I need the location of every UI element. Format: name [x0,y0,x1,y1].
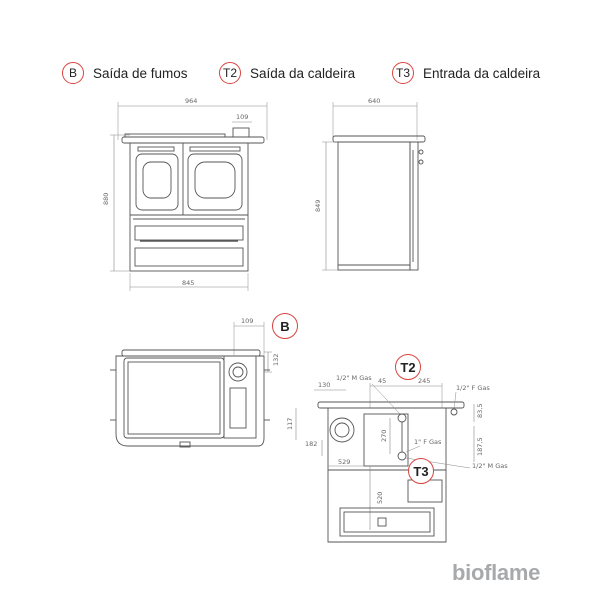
front-dim-width-bottom: 845 [182,279,194,287]
rear-thread-m-bottom: 1/2" M Gas [472,462,508,470]
legend-badge-t3: T3 [392,62,414,84]
rear-dim-187-5: 187,5 [476,437,484,456]
callout-t3: T3 [408,458,434,484]
side-dim-height: 849 [314,200,322,212]
legend-badge-t2: T2 [219,62,241,84]
rear-dim-520: 520 [376,492,384,504]
legend-label-b: Saída de fumos [93,65,188,81]
front-dim-height: 880 [102,193,110,205]
top-dim-flue-offset: 109 [241,317,253,325]
rear-dim-117: 117 [286,418,294,430]
rear-dim-83-5: 83,5 [476,404,484,418]
rear-dim-182: 182 [305,440,317,448]
legend-label-t2: Saída da caldeira [250,65,356,81]
legend-badge-b: B [62,62,84,84]
legend-item-t3: T3 Entrada da caldeira [392,62,540,84]
rear-thread-f-right: 1/2" F Gas [456,384,490,392]
side-dim-depth: 640 [368,97,380,105]
rear-dim-245: 245 [418,377,430,385]
side-view [322,102,426,271]
rear-dim-130: 130 [318,381,330,389]
rear-thread-m-top: 1/2" M Gas [336,374,372,382]
rear-view [295,383,475,543]
rear-dim-270: 270 [380,430,388,442]
legend-label-t3: Entrada da caldeira [423,65,541,81]
front-view [110,102,268,291]
callout-b: B [272,313,298,339]
legend-item-b: B Saída de fumos [62,62,188,84]
rear-thread-f-mid: 1" F Gas [414,438,442,446]
top-view [110,322,272,448]
rear-dim-529: 529 [338,458,350,466]
front-dim-flue-offset: 109 [236,113,248,121]
top-dim-flue-depth: 132 [272,354,280,366]
brand-logo: bioflame [452,560,541,585]
legend-item-t2: T2 Saída da caldeira [219,62,355,84]
rear-dim-45: 45 [378,377,386,385]
front-dim-width-top: 964 [185,97,197,105]
callout-t2: T2 [395,354,421,380]
